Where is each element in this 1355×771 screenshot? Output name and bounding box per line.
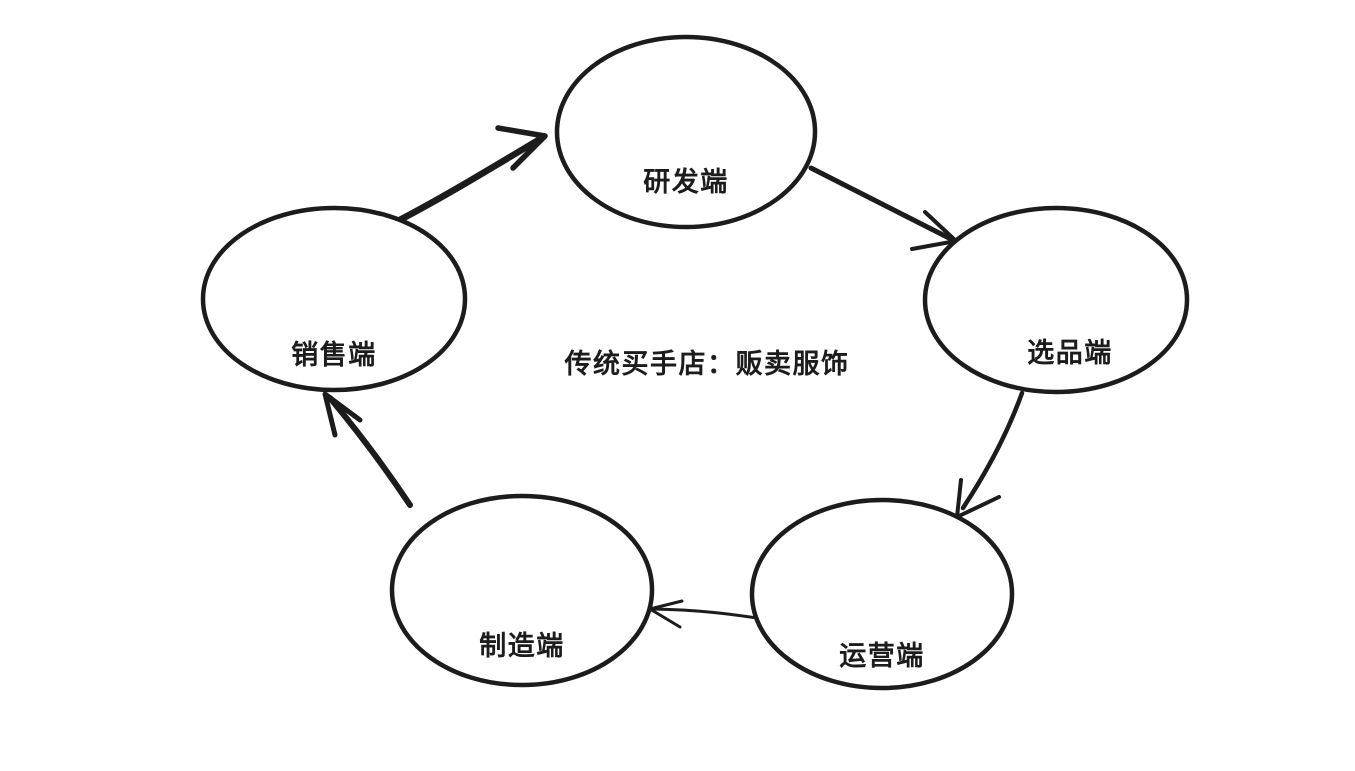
node-operations-shape[interactable] — [749, 497, 1015, 691]
edge-sales-to-rnd-line — [382, 135, 544, 231]
center-note-label: 传统买手店：贩卖服饰 — [564, 348, 850, 380]
node-rnd[interactable]: 研发端 — [554, 34, 818, 230]
edge-operations-to-manufacturing — [648, 599, 759, 629]
node-operations[interactable]: 运营端 — [749, 497, 1015, 691]
edge-operations-to-manufacturing-arrowhead — [648, 599, 684, 629]
node-manufacturing[interactable]: 制造端 — [389, 493, 655, 688]
node-manufacturing-label: 制造端 — [479, 631, 565, 662]
edge-rnd-to-selection — [808, 165, 958, 251]
edge-selection-to-operations-line — [960, 390, 1025, 511]
edge-manufacturing-to-sales — [322, 391, 413, 508]
edge-sales-to-rnd-arrowhead — [495, 125, 548, 171]
node-sales[interactable]: 销售端 — [200, 205, 468, 393]
edge-selection-to-operations — [955, 390, 1025, 519]
node-sales-shape[interactable] — [200, 205, 468, 393]
node-sales-label: 销售端 — [291, 339, 377, 371]
edge-sales-to-rnd — [382, 125, 548, 231]
node-rnd-label: 研发端 — [643, 166, 729, 198]
node-manufacturing-shape[interactable] — [389, 493, 655, 688]
edge-manufacturing-to-sales-arrowhead — [322, 391, 363, 438]
edge-manufacturing-to-sales-line — [327, 395, 413, 508]
edge-operations-to-manufacturing-line — [652, 607, 759, 620]
node-selection-shape[interactable] — [922, 205, 1190, 395]
node-rnd-shape[interactable] — [554, 34, 818, 230]
edge-rnd-to-selection-line — [808, 165, 954, 242]
node-selection[interactable]: 选品端 — [922, 205, 1190, 395]
node-selection-label: 选品端 — [1027, 338, 1113, 369]
node-operations-label: 运营端 — [839, 641, 925, 672]
